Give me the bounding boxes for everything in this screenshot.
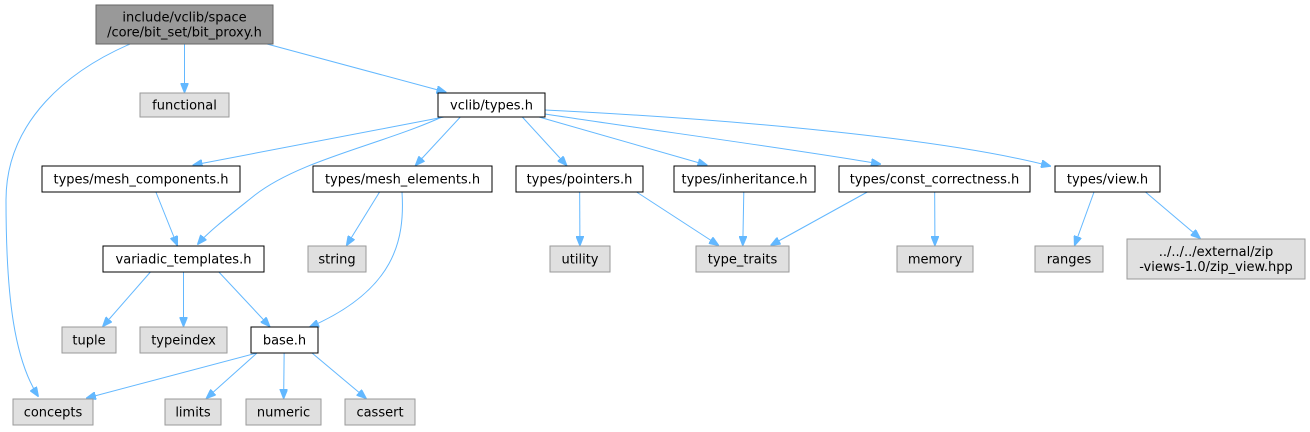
node-typeindex: typeindex	[139, 326, 228, 354]
node-types-h[interactable]: vclib/types.h	[437, 92, 546, 118]
node-numeric: numeric	[245, 398, 322, 426]
node-label: type_traits	[708, 253, 778, 268]
edge-types-h-to-mesh-components	[194, 116, 445, 165]
node-box	[102, 245, 265, 273]
node-box	[673, 165, 816, 193]
edge-pointers-to-type-traits	[636, 191, 719, 245]
node-label: types/mesh_elements.h	[325, 173, 480, 188]
node-box	[307, 245, 367, 273]
node-label: ranges	[1047, 253, 1092, 268]
edge-mesh-components-to-variadic-templates	[155, 191, 177, 245]
node-pointers[interactable]: types/pointers.h	[515, 165, 644, 193]
node-label: limits	[175, 406, 211, 421]
node-label: types/view.h	[1067, 173, 1148, 188]
node-mesh-elements[interactable]: types/mesh_elements.h	[312, 165, 493, 193]
node-box	[549, 245, 611, 273]
node-variadic-templates[interactable]: variadic_templates.h	[102, 245, 265, 273]
node-box	[695, 245, 790, 273]
node-utility: utility	[549, 245, 611, 273]
node-cassert: cassert	[344, 398, 416, 426]
edge-types-h-to-variadic-templates	[198, 116, 443, 244]
node-box	[139, 92, 230, 118]
node-inheritance[interactable]: types/inheritance.h	[673, 165, 816, 193]
edges	[5, 43, 1200, 398]
edge-root-to-types-h	[266, 43, 445, 92]
edge-mesh-elements-to-base	[310, 191, 403, 327]
node-string: string	[307, 245, 367, 273]
edge-types-h-to-pointers	[521, 116, 566, 165]
edge-base-to-limits	[207, 352, 258, 398]
node-label: include/vclib/space	[122, 11, 246, 26]
node-label: numeric	[257, 406, 310, 421]
node-concepts: concepts	[12, 398, 94, 426]
node-box	[250, 326, 319, 354]
node-label: cassert	[356, 406, 403, 421]
node-label: variadic_templates.h	[116, 253, 252, 268]
node-tuple: tuple	[61, 326, 117, 354]
node-box	[164, 398, 222, 426]
node-label: string	[318, 253, 355, 268]
node-box	[896, 245, 974, 273]
edge-base-to-numeric	[284, 352, 285, 398]
edge-view-to-zip-view	[1145, 191, 1199, 238]
node-box	[1034, 245, 1104, 273]
edge-mesh-elements-to-string	[347, 191, 381, 245]
node-box	[61, 326, 117, 354]
node-const-correctness[interactable]: types/const_correctness.h	[838, 165, 1031, 193]
edge-base-to-concepts	[87, 352, 258, 398]
node-label: functional	[152, 99, 217, 114]
node-view[interactable]: types/view.h	[1054, 165, 1161, 193]
node-label: types/pointers.h	[527, 173, 633, 188]
node-label: base.h	[263, 334, 306, 349]
node-box	[515, 165, 644, 193]
node-label: utility	[562, 253, 599, 268]
node-functional: functional	[139, 92, 230, 118]
node-box	[245, 398, 322, 426]
edge-types-h-to-const-correctness	[544, 113, 880, 164]
node-root[interactable]: include/vclib/space/core/bit_set/bit_pro…	[95, 4, 274, 45]
node-box	[12, 398, 94, 426]
node-ranges: ranges	[1034, 245, 1104, 273]
node-label: ../../../external/zip	[1159, 245, 1274, 260]
edge-types-h-to-mesh-elements	[416, 116, 461, 165]
edge-types-h-to-inheritance	[538, 116, 707, 165]
node-zip-view: ../../../external/zip-views-1.0/zip_view…	[1126, 238, 1306, 280]
node-box	[95, 4, 274, 45]
edge-inheritance-to-type-traits	[743, 191, 744, 245]
node-box	[437, 92, 546, 118]
node-label: types/const_correctness.h	[850, 173, 1020, 188]
node-box	[1126, 238, 1306, 280]
edge-types-h-to-view	[544, 109, 1050, 166]
node-box	[312, 165, 493, 193]
node-base[interactable]: base.h	[250, 326, 319, 354]
node-label: types/mesh_components.h	[53, 173, 228, 188]
node-label: /core/bit_set/bit_proxy.h	[107, 26, 262, 41]
node-mesh-components[interactable]: types/mesh_components.h	[41, 165, 241, 193]
edge-variadic-templates-to-tuple	[103, 271, 151, 326]
edge-root-to-concepts	[5, 43, 131, 396]
node-box	[838, 165, 1031, 193]
node-label: -views-1.0/zip_view.hpp	[1139, 260, 1293, 275]
node-type-traits: type_traits	[695, 245, 790, 273]
edge-variadic-templates-to-base	[218, 271, 270, 326]
edge-const-correctness-to-type-traits	[771, 191, 868, 245]
node-box	[41, 165, 241, 193]
edge-view-to-ranges	[1075, 191, 1095, 245]
node-label: tuple	[72, 334, 105, 349]
node-memory: memory	[896, 245, 974, 273]
node-limits: limits	[164, 398, 222, 426]
node-label: memory	[908, 253, 963, 268]
node-label: typeindex	[151, 334, 216, 349]
node-label: types/inheritance.h	[681, 173, 807, 188]
node-label: vclib/types.h	[450, 99, 533, 114]
node-label: concepts	[24, 406, 83, 421]
node-box	[139, 326, 228, 354]
node-box	[1054, 165, 1161, 193]
nodes: include/vclib/space/core/bit_set/bit_pro…	[12, 4, 1306, 426]
node-box	[344, 398, 416, 426]
edge-base-to-cassert	[311, 352, 366, 398]
